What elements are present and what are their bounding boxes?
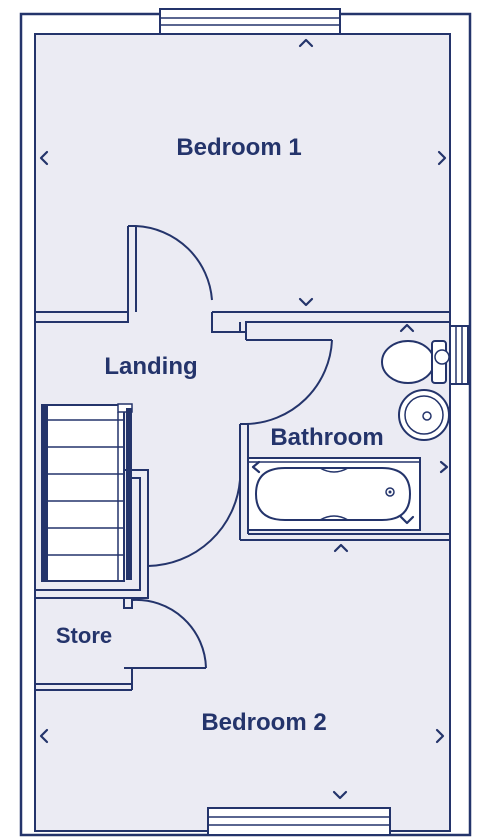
basin-icon [398, 389, 450, 441]
room-label-bedroom-1: Bedroom 1 [176, 134, 301, 161]
bathroom-door [245, 339, 333, 425]
dimension-markers [39, 38, 449, 800]
store-door [131, 598, 207, 669]
staircase [41, 403, 133, 582]
room-label-store: Store [56, 623, 112, 648]
landing-door [147, 479, 241, 567]
window-bottom [207, 807, 391, 836]
room-label-bathroom: Bathroom [270, 424, 383, 451]
room-label-landing: Landing [104, 353, 197, 380]
bath-icon [247, 457, 421, 531]
toilet-icon [381, 340, 450, 384]
window-bathroom [449, 325, 469, 385]
window-top [159, 8, 341, 35]
store-wall [35, 469, 149, 691]
room-label-bedroom-2: Bedroom 2 [201, 709, 326, 736]
bedroom1-wall [35, 311, 451, 333]
bedroom1-door [127, 225, 213, 312]
